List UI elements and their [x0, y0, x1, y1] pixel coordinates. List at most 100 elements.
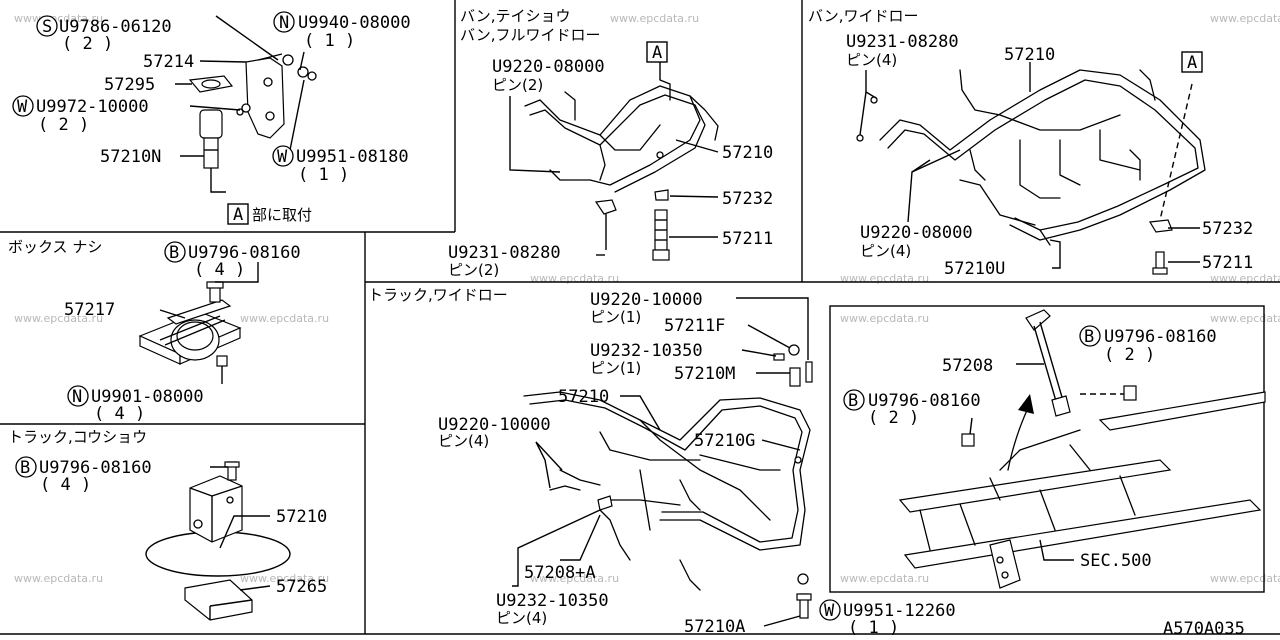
part-label-b: B U9796-08160 ( 4 ) [15, 456, 152, 495]
part-sub: ピン(4) [846, 51, 897, 69]
seat-frame-drawing [856, 69, 1206, 275]
part-qty: ( 4 ) [194, 260, 245, 280]
part-label-2: N U9940-08000 ( 1 ) [273, 11, 411, 51]
part-code: U9220-08000 [860, 223, 973, 243]
part-code: U9231-08280 [846, 32, 959, 52]
part-sub: ピン(4) [438, 432, 489, 450]
part-qty: ( 2 ) [62, 34, 113, 54]
part-qty: ( 4 ) [40, 475, 91, 495]
part-sub: ピン(4) [860, 242, 911, 260]
part-code: 57265 [276, 577, 327, 597]
part-code: 57210M [674, 364, 735, 384]
watermark-layer: www.epcdata.ru www.epcdata.ru www.epcdat… [14, 12, 1280, 585]
part-qty: ( 4 ) [94, 404, 145, 424]
part-code: 57232 [1202, 219, 1253, 239]
panel-top-left: S U9786-06120 ( 2 ) N U9940-08000 ( 1 ) … [12, 11, 411, 225]
part-code: 57208+A [524, 563, 596, 583]
part-code: U9231-08280 [448, 243, 561, 263]
part-code: 57210 [558, 387, 609, 407]
prefix-letter: N [279, 13, 289, 33]
seat-frame-drawing [523, 344, 813, 619]
watermark: www.epcdata.ru [240, 312, 329, 325]
part-code: 57210 [276, 507, 327, 527]
callout-box-letter: A [1187, 53, 1197, 73]
callout-box-letter: A [233, 205, 243, 225]
prefix-letter: S [42, 17, 52, 37]
panel-title: バン,フルワイドロー [460, 26, 601, 44]
part-code: 57211 [1202, 253, 1253, 273]
part-sub: ピン(4) [496, 609, 547, 627]
part-code: U9220-10000 [590, 290, 703, 310]
seat-frame-drawing [524, 79, 719, 261]
watermark: www.epcdata.ru [530, 272, 619, 285]
prefix-letter: B [848, 391, 858, 411]
part-code: U9972-10000 [36, 97, 149, 117]
part-code: 57232 [722, 189, 773, 209]
part-label-1: S U9786-06120 ( 2 ) [36, 15, 172, 54]
panel-box-none: ボックス ナシ B U9796-08160 ( 4 ) 57217 N [8, 238, 301, 424]
part-sub: ピン(2) [448, 261, 499, 279]
part-code: U9220-10000 [438, 415, 551, 435]
part-code: 57208 [942, 356, 993, 376]
prefix-letter: N [72, 387, 82, 407]
part-code: U9951-12260 [843, 601, 956, 621]
watermark: www.epcdata.ru [610, 12, 699, 25]
panel-title: バン,ワイドロー [808, 7, 919, 25]
part-code: 57210U [944, 259, 1005, 279]
part-code: U9232-10350 [590, 341, 703, 361]
watermark: www.epcdata.ru [1210, 312, 1280, 325]
prefix-letter: B [1084, 327, 1094, 347]
bracket-drawing [138, 281, 242, 367]
bracket-drawing [145, 461, 291, 621]
watermark: www.epcdata.ru [1210, 272, 1280, 285]
part-qty: ( 1 ) [298, 165, 349, 185]
part-code: U9940-08000 [298, 13, 411, 33]
watermark: www.epcdata.ru [14, 572, 103, 585]
part-label-7: W U9951-08180 ( 1 ) [272, 145, 409, 185]
prefix-letter: B [169, 243, 179, 263]
watermark: www.epcdata.ru [1210, 12, 1280, 25]
watermark: www.epcdata.ru [240, 572, 329, 585]
callout-box-letter: A [652, 43, 662, 63]
part-code: 57210 [1004, 45, 1055, 65]
sheet-code: A570A035 [1163, 619, 1245, 639]
part-sub: ピン(1) [590, 308, 641, 326]
part-code: U9901-08000 [91, 387, 204, 407]
part-code: 57210A [684, 617, 745, 637]
prefix-letter: B [20, 458, 30, 478]
watermark: www.epcdata.ru [840, 272, 929, 285]
part-label-n: N U9901-08000 ( 4 ) [67, 385, 204, 424]
watermark: www.epcdata.ru [840, 572, 929, 585]
part-label-b-top: B U9796-08160 ( 2 ) [1079, 325, 1217, 365]
attach-note: A 部に取付 [227, 203, 312, 225]
part-sub: ピン(1) [590, 359, 641, 377]
part-code: SEC.500 [1080, 551, 1152, 571]
panel-detail: B U9796-08160 ( 2 ) 57208 B U9796-08160 … [843, 309, 1266, 589]
part-code: U9796-08160 [188, 243, 301, 263]
part-qty: ( 2 ) [38, 115, 89, 135]
prefix-letter: W [824, 601, 835, 621]
watermark: www.epcdata.ru [1210, 572, 1280, 585]
part-code: U9220-08000 [492, 57, 605, 77]
part-qty: ( 1 ) [304, 31, 355, 51]
panel-title: ボックス ナシ [8, 238, 102, 256]
part-code: U9796-08160 [1104, 327, 1217, 347]
part-label-5: W U9972-10000 ( 2 ) [12, 95, 149, 135]
panel-title: トラック,コウショウ [8, 428, 147, 446]
part-sub: ( 1 ) [848, 618, 899, 638]
part-code: U9796-08160 [868, 391, 981, 411]
panel-van-standard: バン,テイショウ バン,フルワイドロー A [448, 7, 773, 279]
part-code: 57210N [100, 147, 161, 167]
panel-truck-wide: トラック,ワイドロー [368, 286, 956, 638]
attach-note-text: 部に取付 [252, 206, 312, 224]
panel-truck-high: トラック,コウショウ B U9796-08160 ( 4 ) 57210 572… [8, 428, 327, 621]
part-label-b: B U9796-08160 ( 4 ) [164, 241, 301, 280]
part-label-b-left: B U9796-08160 ( 2 ) [843, 389, 981, 428]
part-code: U9951-08180 [296, 147, 409, 167]
chassis-drawing [898, 309, 1266, 589]
part-code: 57211 [722, 229, 773, 249]
prefix-letter: W [17, 97, 28, 117]
